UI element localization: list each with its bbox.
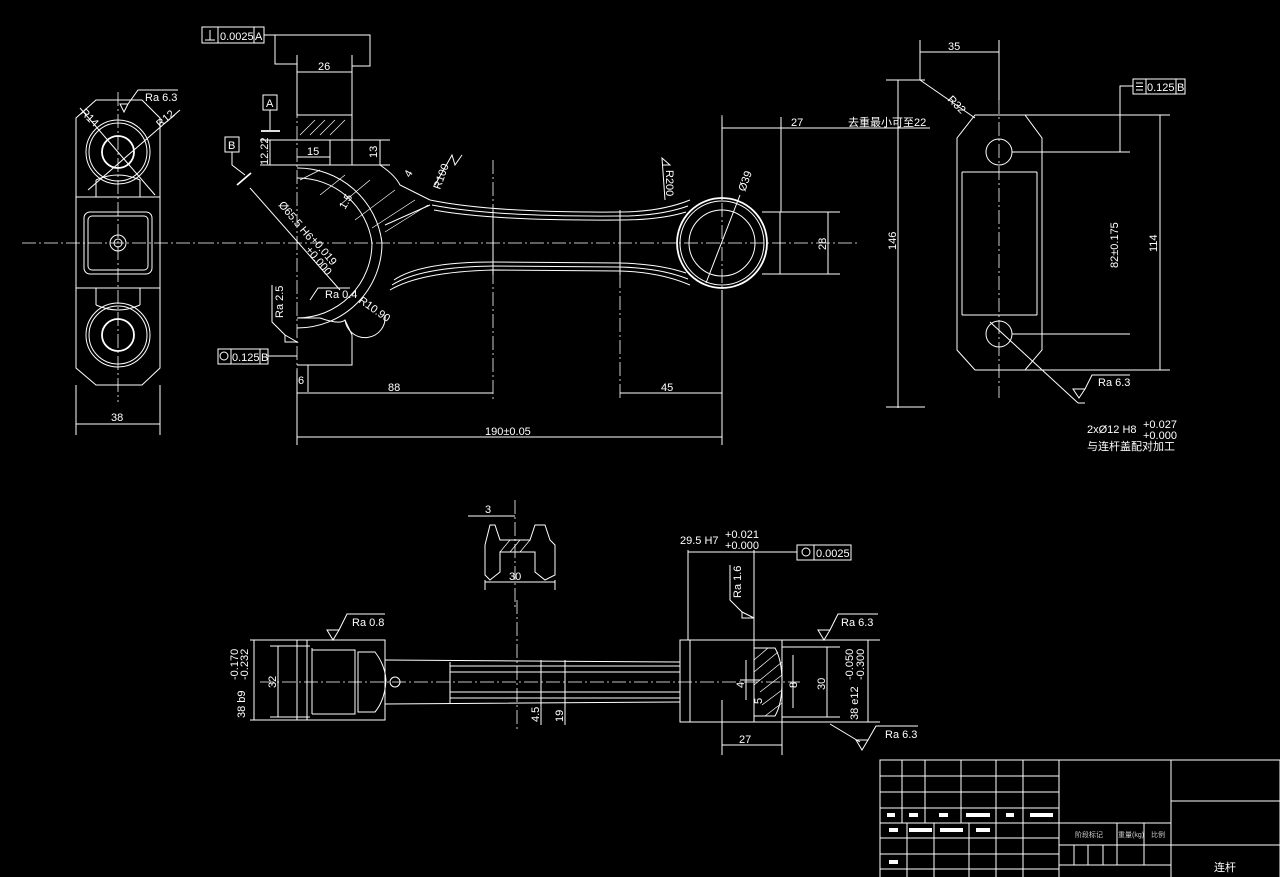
small-bore-tol-upper: +0.021 [725, 529, 759, 541]
dim-26: 26 [318, 61, 330, 73]
hole-spec: 2xØ12 H8 [1087, 424, 1137, 436]
dim-5: 5 [753, 698, 765, 704]
roughness-top: Ra 6.3 [841, 617, 873, 629]
small-end-diameter: Ø39 [737, 169, 755, 193]
bore-diameter: Ø65.5 H6 [276, 199, 315, 243]
side-roughness: Ra 6.3 [145, 92, 177, 104]
dim-13: 13 [368, 146, 380, 158]
dim-114: 114 [1148, 234, 1160, 252]
radius-r12: R12 [154, 108, 177, 130]
stage-mark-label: 阶段标记 [1075, 830, 1103, 839]
datum-b-label: B [228, 140, 235, 152]
bottom-view: 38 b9 -0.170 -0.232 32 Ra 0.8 4.5 19 29.… [229, 529, 918, 755]
side-view: 38 R14 R12 Ra 6.3 [22, 89, 200, 435]
dim-12-22: 12.22 [259, 137, 271, 165]
roughness-face: Ra 2.5 [274, 286, 286, 318]
small-width-tol-lower: -0.300 [855, 649, 867, 680]
cylindricity-tolerance: 0.0025 [816, 548, 850, 560]
dim-15: 15 [307, 146, 319, 158]
roughness-small-bore: Ra 1.6 [732, 566, 744, 598]
dim-4-5: 4.5 [530, 707, 542, 722]
section-web-thickness: 3 [485, 504, 491, 516]
radius-r32: R32 [945, 94, 968, 117]
hole-spacing: 82±0.175 [1109, 222, 1121, 268]
small-width-dim: 38 e12 [849, 686, 861, 720]
weight-label: 重量(kg) [1118, 831, 1144, 839]
datum-a-label: A [266, 98, 274, 110]
dim-35: 35 [948, 41, 960, 53]
flatness-datum: B [1177, 82, 1184, 94]
roughness-bottom: Ra 6.3 [885, 729, 917, 741]
dim-28: 28 [817, 238, 829, 250]
section-view: 30 3 [468, 500, 556, 610]
hole-note: 与连杆盖配对加工 [1087, 439, 1175, 453]
radius-r100: R100 [432, 162, 452, 191]
dim-19: 19 [554, 710, 566, 722]
dim-45: 45 [661, 382, 673, 394]
center-distance: 190±0.05 [485, 426, 531, 438]
section-flange-width: 30 [509, 571, 521, 583]
dim-27: 27 [791, 117, 803, 129]
dim-32: 32 [267, 676, 279, 688]
radius-r200: R200 [663, 170, 675, 196]
big-width-tol-lower: -0.232 [239, 649, 251, 680]
big-width-tol-upper: -0.170 [229, 649, 241, 680]
fillet-radius: R10.90 [356, 295, 392, 325]
side-width-dim: 38 [111, 412, 123, 424]
title-block: 阶段标记 重量(kg) 比例 连杆 [879, 759, 1280, 877]
dim-30: 30 [816, 678, 828, 690]
small-width-tol-upper: -0.050 [844, 649, 856, 680]
dim-6: 6 [298, 375, 304, 387]
part-name: 连杆 [1214, 860, 1236, 874]
position-tolerance: 0.125 [232, 352, 260, 364]
hole-tolerance-upper: +0.027 [1143, 419, 1177, 431]
roughness-bore: Ra 0.4 [325, 289, 357, 301]
dim-88: 88 [388, 382, 400, 394]
dim-4-small: 4 [735, 682, 747, 688]
dim-4: 4 [402, 168, 415, 179]
dim-8: 8 [788, 682, 800, 688]
right-roughness: Ra 6.3 [1098, 377, 1130, 389]
dim-146: 146 [887, 232, 899, 250]
perpendicularity-datum: A [255, 31, 263, 43]
right-view: 35 R32 0.125 B 82±0.175 114 Ra 6.3 2xØ12… [919, 40, 1186, 453]
roughness-big-end: Ra 0.8 [352, 617, 384, 629]
hole-tolerance-lower: +0.000 [1143, 430, 1177, 442]
perpendicularity-tolerance: 0.0025 [220, 31, 254, 43]
position-datum: B [261, 352, 268, 364]
flatness-tolerance: 0.125 [1147, 82, 1175, 94]
big-width-dim: 38 b9 [236, 690, 248, 718]
weight-note: 去重最小可至22 [848, 115, 926, 129]
front-view: 26 0.0025 A A B 12.22 15 13 4 1.5 Ø65.5 … [200, 26, 930, 445]
scale-label: 比例 [1151, 830, 1165, 839]
small-bore-dim: 29.5 H7 [680, 535, 719, 547]
small-bore-tol-lower: +0.000 [725, 540, 759, 552]
dim-1-5: 1.5 [337, 192, 355, 211]
dim-27-bottom: 27 [739, 734, 751, 746]
